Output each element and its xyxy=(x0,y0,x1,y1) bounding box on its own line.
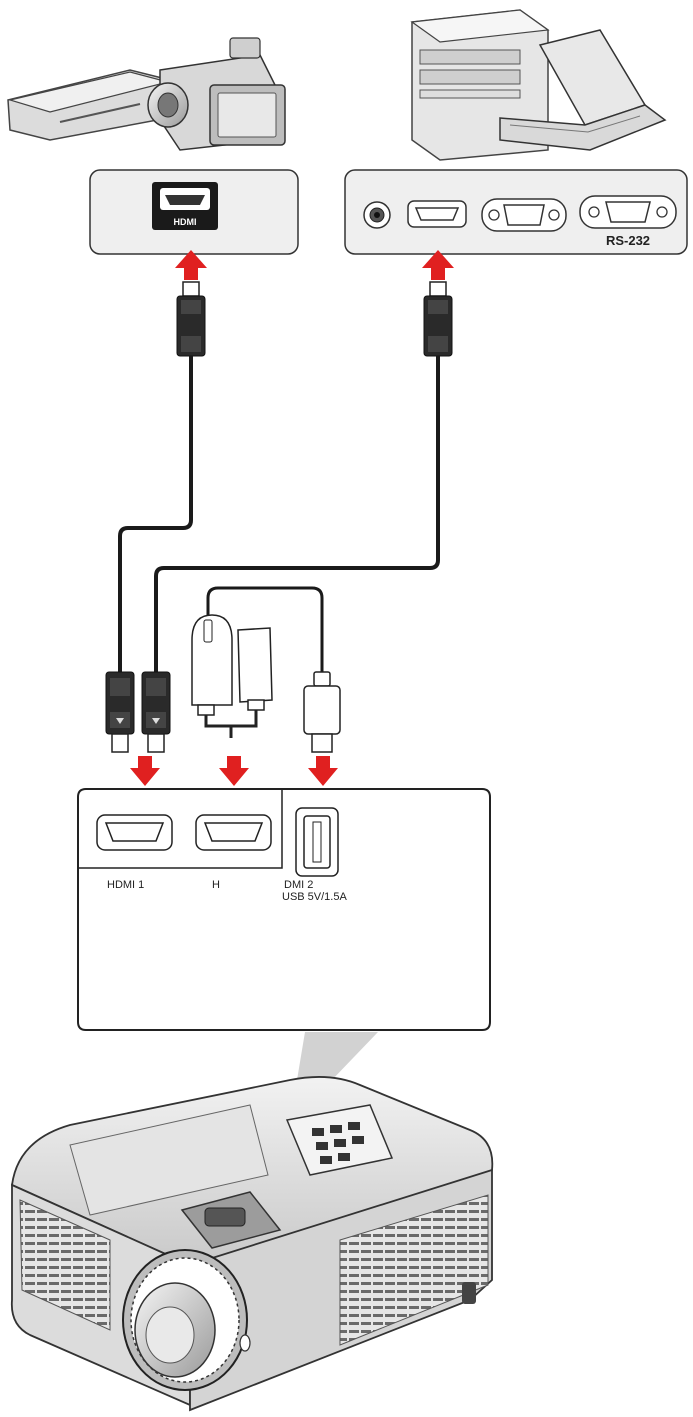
hdmi-cable-plug-right-top xyxy=(423,281,453,357)
audio-jack-icon xyxy=(363,201,391,229)
source-panel-pc: RS-232 xyxy=(344,169,688,255)
media-player-icon xyxy=(7,69,171,141)
keypad-icon xyxy=(285,1104,394,1176)
rs232-label: RS-232 xyxy=(606,233,650,248)
hdmi-port-icon xyxy=(407,200,467,228)
arrow-down-usb xyxy=(308,756,338,786)
hdmi-cable-plug-left-bottom xyxy=(105,671,135,753)
source-panel-hdmi: HDMI xyxy=(89,169,299,255)
hdmi-cable-left xyxy=(118,356,193,672)
camcorder-icon xyxy=(147,37,286,151)
usb-cable-plug xyxy=(303,671,341,753)
usb-port-icon xyxy=(295,807,339,877)
arrow-down-hdmi1 xyxy=(130,756,160,786)
hdmi-cable-plug-left-top xyxy=(176,281,206,357)
hdmi-port-icon xyxy=(96,814,173,851)
rs232-port-icon xyxy=(579,195,677,229)
usb-power-cable xyxy=(206,586,324,672)
arrow-down-hdmi2 xyxy=(219,756,249,786)
streaming-dongle-icon xyxy=(191,614,273,738)
hdmi-cable-plug-right-bottom xyxy=(141,671,171,753)
hdmi1-label: HDMI 1 xyxy=(107,879,144,891)
hdmi2-label-right: DMI 2 xyxy=(284,879,313,891)
projector-icon xyxy=(10,1076,494,1412)
hdmi-port-icon xyxy=(152,182,218,230)
usb-label: USB 5V/1.5A xyxy=(282,891,347,903)
hdmi2-label-left: H xyxy=(212,879,220,891)
projector-io-panel: HDMI 1 H DMI 2 USB 5V/1.5A xyxy=(77,788,491,1031)
arrow-up-right xyxy=(422,250,454,280)
ir-sensor-icon xyxy=(239,1334,251,1352)
hdmi-cable-right xyxy=(154,356,440,672)
arrow-up-left xyxy=(175,250,207,280)
laptop-icon xyxy=(499,29,667,151)
lens-icon xyxy=(122,1249,248,1391)
hdmi-logo-text: HDMI xyxy=(174,217,197,227)
vga-port-icon xyxy=(481,198,567,232)
hdmi-port-icon xyxy=(195,814,272,851)
